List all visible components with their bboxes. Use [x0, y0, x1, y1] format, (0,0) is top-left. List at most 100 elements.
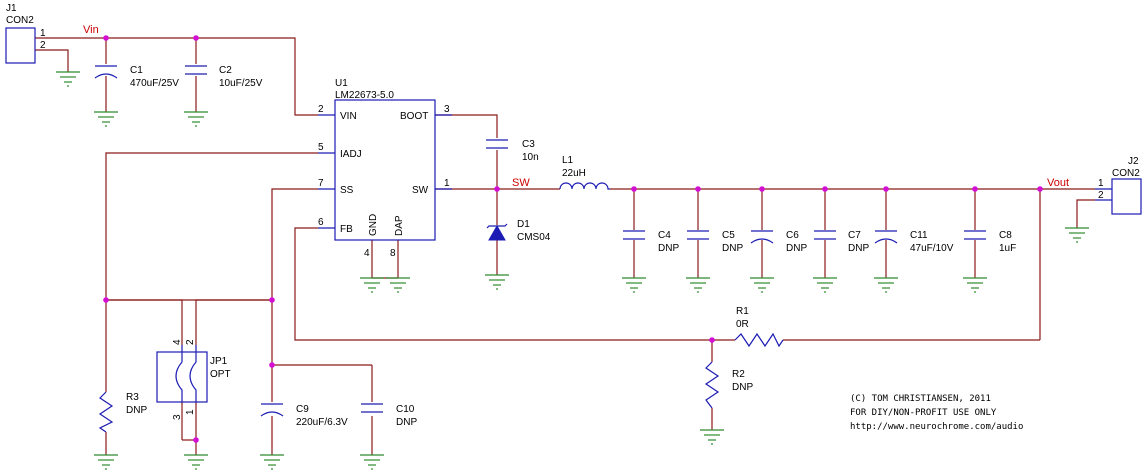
resistor-r3: R3 DNP: [98, 391, 147, 433]
c9-value: 220uF/6.3V: [296, 417, 348, 428]
capacitor-c6: C6 DNP: [750, 230, 807, 254]
c6-ref: C6: [786, 230, 799, 241]
capacitor-c1: C1 470uF/25V: [94, 65, 179, 89]
c3-ref: C3: [522, 139, 535, 150]
c10-value: DNP: [396, 417, 417, 428]
u1-pin-ss: SS: [340, 185, 354, 196]
ground-symbol: [260, 454, 284, 470]
credits-block: (C) TOM CHRISTIANSEN, 2011 FOR DIY/NON-P…: [850, 394, 1023, 432]
jp1-pin4: 4: [172, 339, 183, 345]
c11-ref: C11: [910, 230, 928, 241]
diode-d1: D1 CMS04: [486, 219, 551, 243]
credits-line-3: http://www.neurochrome.com/audio: [850, 422, 1023, 432]
c2-ref: C2: [219, 65, 232, 76]
junction-dot: [103, 35, 109, 41]
connector-j1: J1 CON2 1 2: [5, 3, 46, 64]
junction-dot: [269, 362, 275, 368]
junction-dot: [883, 186, 889, 192]
u1-pin-sw: SW: [412, 185, 429, 196]
resistor-r1: R1 0R: [734, 306, 784, 348]
junction-dot: [972, 186, 978, 192]
ground-symbol: [622, 277, 646, 293]
j2-pin1: 1: [1098, 178, 1104, 189]
credits-line-2: FOR DIY/NON-PROFIT USE ONLY: [850, 408, 997, 418]
ground-symbol: [813, 277, 837, 293]
ground-symbol: [184, 454, 208, 470]
d1-value: CMS04: [517, 232, 551, 243]
j1-ref: J1: [6, 3, 17, 14]
capacitor-c2: C2 10uF/25V: [185, 65, 263, 89]
jp1-ref: JP1: [210, 356, 228, 367]
junction-dot: [494, 186, 500, 192]
resistor-r2: R2 DNP: [704, 361, 753, 409]
ground-symbol: [874, 277, 898, 293]
d1-ref: D1: [517, 219, 530, 230]
c3-value: 10n: [522, 152, 539, 163]
c1-ref: C1: [130, 65, 143, 76]
jumper-jp1: JP1 OPT 4 2 3 1: [156, 339, 231, 420]
junction-dot: [709, 337, 715, 343]
u1-pinnum-sw: 1: [444, 178, 450, 189]
ground-symbol: [750, 277, 774, 293]
junction-dot: [103, 297, 109, 303]
j1-body: [5, 27, 36, 64]
jp1-pin3: 3: [172, 414, 183, 420]
capacitor-c8: C8 1uF: [964, 230, 1016, 254]
capacitor-c4: C4 DNP: [623, 230, 679, 254]
j1-pin2: 2: [40, 40, 46, 51]
ground-symbol: [360, 454, 384, 470]
j2-body: [1111, 178, 1142, 215]
c4-value: DNP: [658, 243, 679, 254]
ground-symbol: [94, 111, 118, 127]
c4-ref: C4: [658, 230, 671, 241]
net-label-vout: Vout: [1047, 177, 1069, 189]
c8-value: 1uF: [999, 243, 1016, 254]
u1-pinnum-iadj: 5: [318, 142, 324, 153]
ground-symbol: [94, 454, 118, 470]
c11-value: 47uF/10V: [910, 243, 954, 254]
c6-value: DNP: [786, 243, 807, 254]
credits-line-1: (C) TOM CHRISTIANSEN, 2011: [850, 394, 991, 404]
ground-symbol: [56, 71, 80, 87]
j1-value: CON2: [6, 15, 34, 26]
c2-value: 10uF/25V: [219, 78, 263, 89]
u1-pinnum-dap: 8: [390, 248, 396, 259]
u1-pin-fb: FB: [340, 224, 353, 235]
ground-symbol: [485, 274, 509, 290]
r1-value: 0R: [736, 319, 749, 330]
u1-ref: U1: [335, 78, 348, 89]
junction-dot: [631, 186, 637, 192]
jp1-pin1: 1: [185, 409, 196, 415]
u1-pin-gnd: GND: [368, 214, 379, 236]
u1-pinnum-ss: 7: [318, 178, 324, 189]
l1-value: 22uH: [562, 168, 586, 179]
ic-u1: U1 LM22673-5.0 VIN IADJ SS FB BOOT SW GN…: [318, 78, 452, 259]
net-label-sw: SW: [512, 177, 530, 189]
jp1-value: OPT: [210, 369, 231, 380]
r3-ref: R3: [126, 392, 139, 403]
c7-ref: C7: [848, 230, 861, 241]
r2-value: DNP: [732, 382, 753, 393]
junction-dot: [269, 297, 275, 303]
connector-j2: J2 CON2 1 2: [1095, 156, 1142, 215]
capacitor-c7: C7 DNP: [814, 230, 869, 254]
wires: [35, 37, 1095, 455]
j2-ref: J2: [1128, 156, 1139, 167]
ground-symbol: [686, 277, 710, 293]
u1-pin-boot: BOOT: [400, 111, 428, 122]
ground-symbol: [386, 277, 410, 293]
capacitor-c5: C5 DNP: [687, 230, 743, 254]
junction-dot: [193, 437, 199, 443]
j1-pin1: 1: [40, 28, 46, 39]
junction-dot: [1037, 186, 1043, 192]
u1-pin-vin: VIN: [340, 111, 357, 122]
c8-ref: C8: [999, 230, 1012, 241]
ground-symbol: [963, 277, 987, 293]
inductor-l1: L1 22uH: [559, 155, 610, 190]
junction-dot: [695, 186, 701, 192]
jp1-pin2: 2: [185, 339, 196, 345]
r1-ref: R1: [736, 306, 749, 317]
j2-value: CON2: [1112, 168, 1140, 179]
ground-symbol: [1065, 227, 1089, 243]
capacitor-c10: C10 DNP: [361, 403, 417, 428]
